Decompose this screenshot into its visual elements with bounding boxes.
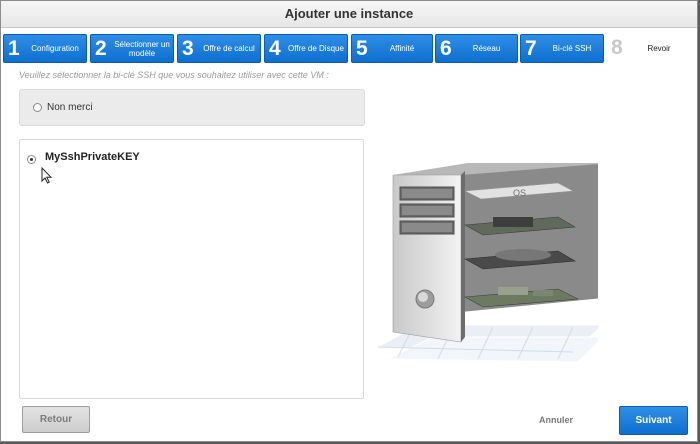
- radio-no-thanks[interactable]: [33, 103, 42, 112]
- step-number: 4: [269, 37, 281, 60]
- step-select-template[interactable]: 2 Sélectionner un modèle: [90, 34, 174, 63]
- ssh-prompt-text: Veuillez sélectionner la bi-clé SSH que …: [19, 70, 329, 80]
- step-number: 5: [356, 37, 368, 60]
- ssh-key-list: MySshPrivateKEY: [19, 139, 364, 399]
- option-no-thanks-label: Non merci: [47, 102, 93, 113]
- dialog-title: Ajouter une instance: [1, 1, 697, 28]
- step-number: 1: [8, 37, 20, 60]
- step-label: Offre de Disque: [288, 44, 344, 53]
- step-number: 8: [611, 36, 623, 59]
- step-disk-offering[interactable]: 4 Offre de Disque: [264, 34, 348, 63]
- step-network[interactable]: 6 Réseau: [435, 34, 518, 63]
- step-label: Configuration: [31, 44, 79, 53]
- step-review[interactable]: 8 Revoir: [607, 34, 691, 63]
- option-no-thanks[interactable]: Non merci: [19, 89, 365, 126]
- step-label: Affinité: [389, 44, 415, 53]
- back-button[interactable]: Retour: [22, 406, 90, 433]
- step-configuration[interactable]: 1 Configuration: [3, 34, 87, 63]
- step-label: Revoir: [647, 44, 671, 53]
- step-label: Sélectionner un modèle: [114, 39, 170, 58]
- step-label: Réseau: [472, 44, 501, 53]
- step-number: 2: [95, 37, 107, 60]
- step-compute-offering[interactable]: 3 Offre de calcul: [177, 34, 261, 63]
- ssh-key-name[interactable]: MySshPrivateKEY: [45, 151, 140, 163]
- step-label: Offre de calcul: [203, 44, 255, 53]
- os-label: OS: [513, 188, 526, 198]
- step-affinity[interactable]: 5 Affinité: [351, 34, 433, 63]
- step-number: 6: [440, 37, 452, 60]
- step-label: Bi-clé SSH: [552, 44, 592, 53]
- server-illustration: OS: [373, 147, 613, 377]
- radio-ssh-key[interactable]: [27, 155, 36, 164]
- step-number: 3: [182, 37, 194, 60]
- cancel-button[interactable]: Annuler: [539, 415, 574, 425]
- next-button[interactable]: Suivant: [619, 406, 688, 435]
- mouse-cursor-icon: [41, 167, 53, 184]
- step-ssh-keypair[interactable]: 7 Bi-clé SSH: [520, 34, 604, 63]
- step-number: 7: [525, 37, 537, 60]
